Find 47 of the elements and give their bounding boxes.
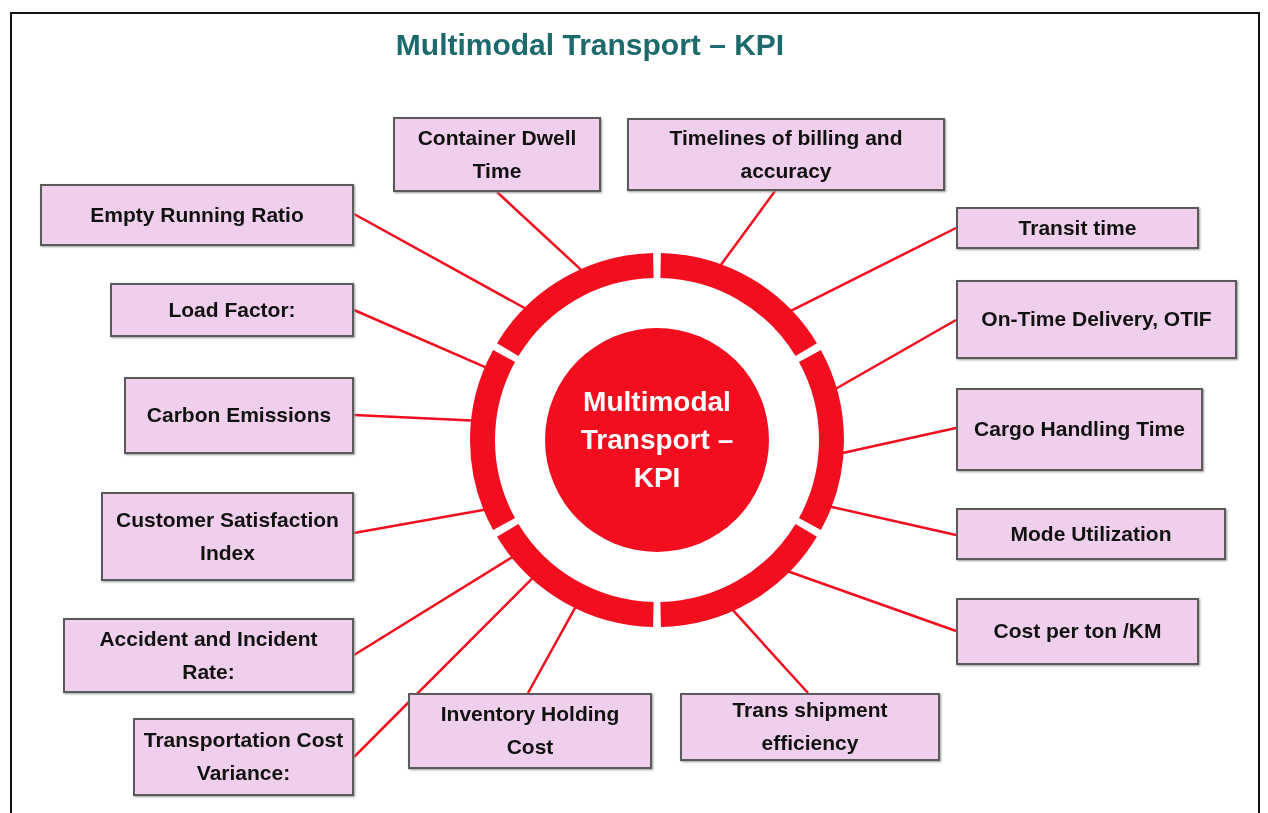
kpi-box xyxy=(40,184,354,246)
kpi-label: Inventory Holding Cost xyxy=(439,701,621,760)
connector-line xyxy=(353,413,473,422)
kpi-label: Timelines of billing and accuracy xyxy=(668,124,904,184)
kpi-box xyxy=(956,598,1199,665)
connector-line xyxy=(353,212,527,310)
kpi-box xyxy=(680,693,940,761)
connector-line xyxy=(788,570,957,633)
kpi-label: Transportation Cost Variance: xyxy=(142,727,345,786)
kpi-label: On-Time Delivery, OTIF xyxy=(981,306,1212,333)
connector-line xyxy=(353,577,534,758)
kpi-box xyxy=(393,117,601,192)
kpi-box xyxy=(110,283,354,337)
kpi-label: Container Dwell Time xyxy=(416,124,578,184)
connector-line xyxy=(526,606,577,694)
kpi-label: Transit time xyxy=(1018,214,1137,241)
connector-line xyxy=(835,318,957,390)
kpi-label: Cost per ton /KM xyxy=(993,618,1162,645)
kpi-label: Empty Running Ratio xyxy=(90,201,304,228)
kpi-box xyxy=(956,280,1237,359)
connector-line xyxy=(842,426,957,455)
hub-label: Multimodal Transport – KPI xyxy=(579,385,735,495)
connector-line xyxy=(353,508,485,535)
connector-line xyxy=(731,609,809,694)
connector-line xyxy=(790,226,957,312)
kpi-label: Load Factor: xyxy=(168,296,296,323)
connector-line xyxy=(353,556,514,657)
kpi-label: Accident and Incident Rate: xyxy=(98,625,319,685)
kpi-box xyxy=(408,693,652,769)
kpi-box xyxy=(133,718,354,796)
kpi-label: Mode Utilization xyxy=(1010,520,1172,547)
connector-line xyxy=(496,191,583,271)
kpi-box xyxy=(63,618,354,693)
kpi-box xyxy=(627,118,945,191)
connector-line xyxy=(353,308,487,369)
kpi-label: Carbon Emissions xyxy=(146,402,332,429)
kpi-box xyxy=(101,492,354,581)
kpi-label: Trans shipment efficiency xyxy=(731,697,889,756)
kpi-box xyxy=(956,207,1199,249)
kpi-box xyxy=(956,388,1203,471)
diagram-title: Multimodal Transport – KPI xyxy=(394,28,786,62)
kpi-box xyxy=(956,508,1226,560)
connector-line xyxy=(719,190,776,266)
kpi-box xyxy=(124,377,354,454)
connector-line xyxy=(830,505,957,537)
kpi-label: Customer Satisfaction Index xyxy=(115,506,340,566)
kpi-label: Cargo Handling Time xyxy=(974,416,1185,443)
